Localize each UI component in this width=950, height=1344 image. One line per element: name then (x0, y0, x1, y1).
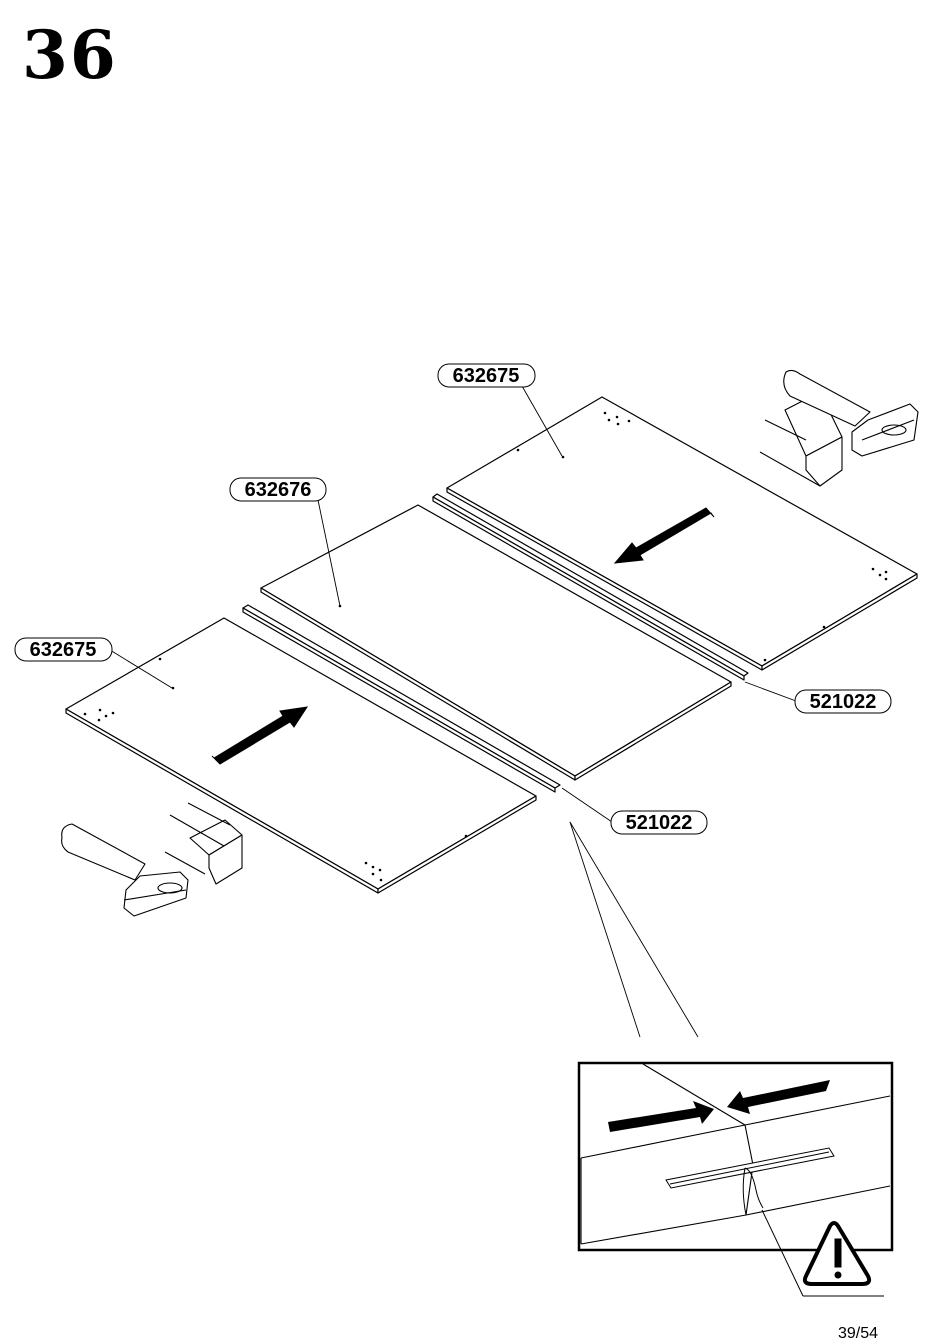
svg-text:632675: 632675 (453, 365, 520, 387)
part-label-connector-upper: 521022 (795, 690, 891, 713)
hammer-icon (62, 824, 188, 916)
part-label-left: 632675 (15, 638, 112, 661)
part-label-top: 632675 (438, 364, 535, 387)
part-label-connector-lower: 521022 (611, 811, 707, 834)
svg-text:632675: 632675 (30, 639, 97, 661)
svg-text:521022: 521022 (626, 812, 693, 834)
svg-text:521022: 521022 (810, 691, 877, 713)
part-label-middle: 632676 (230, 478, 326, 501)
page-counter: 39/54 (838, 1326, 878, 1342)
svg-text:632676: 632676 (245, 479, 312, 501)
